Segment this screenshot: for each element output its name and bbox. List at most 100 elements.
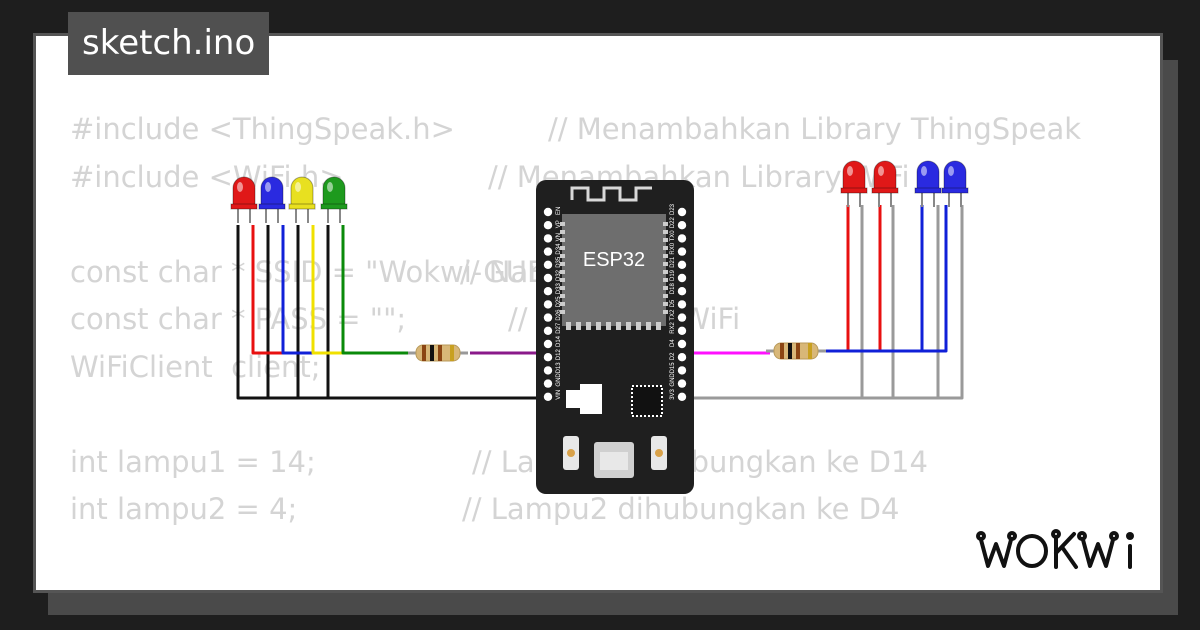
- code-line: WiFiClient client;: [70, 349, 321, 384]
- resistor-left: [408, 344, 468, 362]
- pin-label: D21: [670, 256, 676, 268]
- pin-label: TX2: [670, 309, 676, 321]
- led-body: [873, 160, 897, 193]
- pin-hole: [677, 392, 687, 401]
- module-pad: [560, 270, 565, 274]
- module-pad: [616, 322, 621, 330]
- pin-label: D23: [670, 203, 676, 215]
- pin-hole: [677, 379, 687, 388]
- code-line: unsigned long myChannelNumber = 1760838;: [70, 581, 747, 590]
- pin-label: D26: [556, 309, 562, 321]
- module-pad: [663, 310, 668, 314]
- pin-hole: [543, 353, 553, 362]
- chip-label: ESP32: [583, 249, 645, 271]
- pin-label: TX0: [670, 230, 676, 242]
- pin-hole: [543, 339, 553, 349]
- led-body: [916, 160, 940, 193]
- voltage-regulator: [580, 384, 602, 414]
- pin-label: RX2: [670, 321, 676, 333]
- module-pad: [606, 322, 611, 330]
- module-pad: [663, 294, 668, 298]
- led-highlight: [847, 166, 853, 176]
- gnd-wire: [688, 205, 864, 400]
- pin-hole: [677, 313, 687, 322]
- code-line: int lampu1 = 14;: [70, 444, 316, 479]
- resistor-band: [430, 345, 434, 361]
- module-pad: [566, 322, 571, 330]
- file-title: sketch.ino: [68, 12, 270, 75]
- pin-label: D27: [556, 322, 562, 334]
- pin-hole: [677, 353, 687, 362]
- led-highlight: [948, 166, 954, 176]
- pin-label: D5: [670, 299, 676, 307]
- module-pad: [596, 322, 601, 330]
- pin-label: 3V3: [670, 388, 676, 399]
- led-highlight: [295, 182, 301, 192]
- resistor-band: [788, 343, 792, 359]
- pin-hole: [543, 273, 553, 283]
- pin-label: D32: [556, 269, 562, 281]
- led-highlight: [237, 182, 243, 192]
- module-pad: [626, 322, 631, 330]
- pin-label: D33: [556, 283, 562, 295]
- led-right-2: [871, 160, 899, 207]
- module-pad: [576, 322, 581, 330]
- pin-hole: [543, 392, 553, 401]
- led-rim: [871, 187, 899, 194]
- button-cap: [567, 449, 575, 457]
- pin-hole: [677, 207, 687, 217]
- module-pad: [560, 294, 565, 298]
- module-pad: [663, 278, 668, 282]
- led-left-3: [288, 176, 316, 223]
- wokwi-logo: [976, 529, 1134, 569]
- led-wire-blue: [826, 205, 948, 353]
- module-pad: [560, 246, 565, 250]
- module-pad: [560, 302, 565, 306]
- pin-hole: [677, 300, 687, 309]
- led-rim: [320, 203, 348, 210]
- esp32-board: ESP32ENVPVND34D35D32D33D25D26D27D14D12D1…: [536, 180, 694, 494]
- pin-label: D15: [670, 362, 676, 374]
- module-pad: [560, 230, 565, 234]
- led-rim: [230, 203, 258, 210]
- resistor-band: [450, 345, 454, 361]
- pin-hole: [543, 247, 553, 256]
- module-pad: [663, 222, 668, 226]
- pin-label: VIN: [556, 390, 562, 400]
- pin-label: D22: [670, 217, 676, 229]
- led-rim: [840, 187, 868, 194]
- code-comment: // Menambahkan Library ThingSpeak: [548, 112, 1082, 146]
- voltage-regulator: [566, 390, 580, 408]
- pin-label: VN: [556, 233, 562, 241]
- gnd-wire: [266, 225, 542, 400]
- pin-hole: [543, 260, 553, 269]
- pin-hole: [677, 273, 687, 283]
- module-pad: [663, 254, 668, 258]
- gnd-wire: [688, 205, 940, 400]
- module-pad: [646, 322, 651, 330]
- led-highlight: [878, 166, 884, 176]
- pin-hole: [543, 300, 553, 309]
- led-body: [322, 176, 346, 209]
- module-pad: [560, 278, 565, 282]
- module-pad: [656, 322, 661, 330]
- led-right-4: [941, 160, 969, 207]
- pin-hole: [543, 234, 553, 243]
- led-right-3: [914, 160, 942, 207]
- gnd-wire: [326, 225, 542, 400]
- pin-label: D35: [556, 256, 562, 268]
- led-wire-red: [251, 225, 410, 355]
- usb-port-inner: [600, 452, 628, 470]
- module-pad: [663, 230, 668, 234]
- led-rim: [258, 203, 286, 210]
- module-pad: [663, 262, 668, 266]
- pin-hole: [543, 287, 553, 296]
- resistor-band: [780, 343, 784, 359]
- pin-hole: [677, 221, 687, 230]
- led-left-4: [320, 176, 348, 223]
- module-pad: [663, 238, 668, 242]
- resistor-right: [766, 342, 826, 360]
- led-body: [842, 160, 866, 193]
- button-cap: [655, 449, 663, 457]
